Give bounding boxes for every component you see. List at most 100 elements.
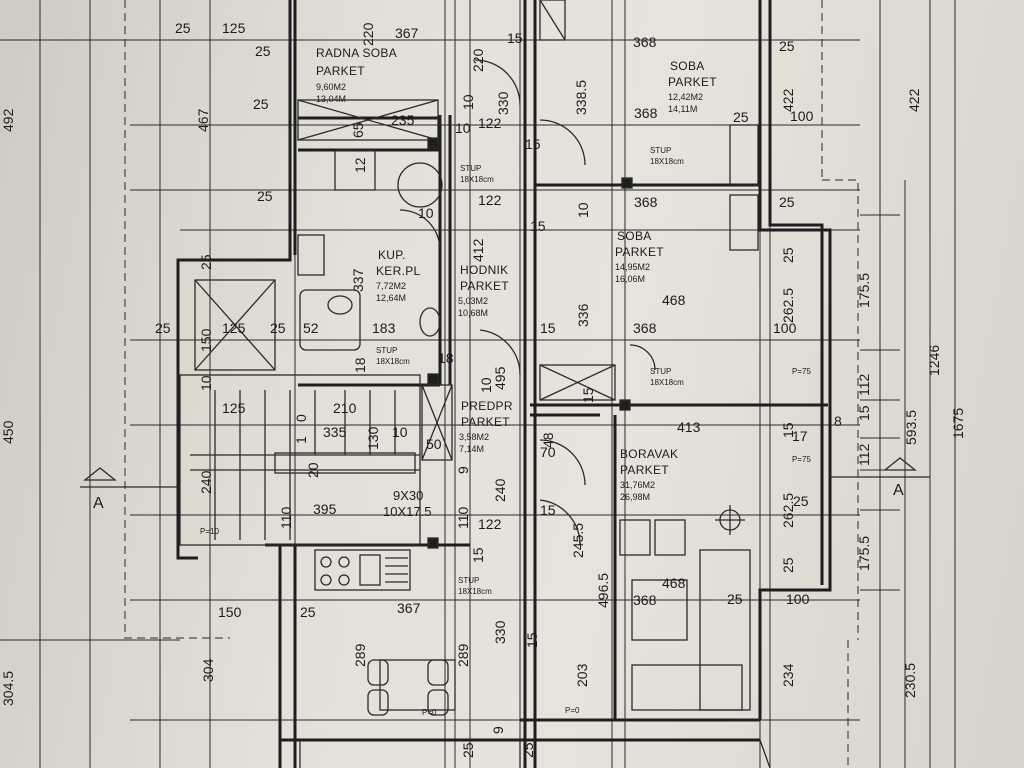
room-area: 3,58M2: [459, 432, 490, 442]
dimension-label: 330: [492, 620, 508, 644]
room-name-radna-soba: RADNA SOBA: [316, 46, 398, 60]
dimension-label: 25: [780, 247, 796, 263]
dimension-label: 112: [856, 373, 872, 396]
door-height-note: P=10: [200, 527, 219, 536]
room-perimeter: 12,64M: [376, 293, 407, 303]
dimension-label: 468: [662, 575, 686, 591]
roof-outline-right: [821, 0, 859, 640]
dimension-label: 8: [834, 413, 842, 429]
room-floor: PARKET: [461, 415, 510, 429]
dimension-label: 20: [305, 462, 321, 478]
dimension-label: 1: [293, 436, 309, 444]
dimension-label: 70: [540, 444, 556, 460]
dimension-label: 496.5: [595, 572, 611, 608]
dimension-label: 122: [478, 192, 502, 208]
column-label: STUP: [376, 346, 398, 355]
dimension-label: 9: [490, 726, 506, 734]
dimension-label: 10: [198, 375, 214, 391]
dimension-label: 203: [574, 663, 590, 687]
staircase: [179, 374, 421, 546]
dimension-label: 450: [0, 420, 16, 444]
dimension-label: 100: [773, 320, 797, 336]
toilet-fixture: [397, 162, 443, 208]
room-floor: PARKET: [316, 64, 365, 78]
dimension-label: 367: [397, 600, 421, 616]
room-floor: PARKET: [615, 245, 664, 259]
dimension-label: 25: [727, 591, 743, 607]
dimension-label: 495: [492, 366, 508, 390]
column-size: 18X18cm: [460, 175, 494, 184]
dimension-label: 412: [470, 238, 486, 262]
dimension-label: 330: [495, 91, 511, 115]
dimension-label: 593.5: [903, 409, 919, 445]
dimension-label: 25: [155, 320, 171, 336]
room-area: 31,76M2: [620, 480, 656, 490]
dimension-label: 175.5: [856, 272, 872, 308]
dimension-label: 422: [906, 88, 922, 112]
dimension-label: 15: [856, 405, 872, 421]
dimension-label: 125: [222, 400, 246, 416]
dimension-label: 467: [195, 108, 211, 132]
section-marker-left: A: [93, 495, 104, 512]
dimension-label: 304: [200, 658, 216, 682]
column-label: STUP: [650, 367, 672, 376]
room-perimeter: 13,04M: [316, 94, 347, 104]
room-area: 12,42M2: [668, 92, 704, 102]
dimension-label: 25: [780, 557, 796, 573]
column-size: 18X18cm: [376, 357, 410, 366]
dimension-label: 48: [540, 432, 556, 448]
dimension-label: 100: [790, 108, 814, 124]
room-floor: KER.PL: [376, 264, 421, 278]
stair-riser: 10X17.5: [383, 504, 432, 519]
dimension-label: 262.5: [780, 492, 796, 528]
column-size: 18X18cm: [650, 157, 684, 166]
dimension-label: 413: [677, 419, 701, 435]
dimension-label: 17: [792, 428, 808, 444]
dimension-label: 25: [270, 320, 286, 336]
dimension-label: 25: [779, 38, 795, 54]
dimension-label: 289: [455, 643, 471, 667]
dimension-label: 422: [780, 88, 796, 112]
dimension-label: 367: [395, 25, 419, 41]
dimension-label: 15: [780, 422, 796, 438]
door-swing: [474, 59, 521, 106]
sill-note: P=0: [565, 706, 580, 715]
dimension-label: 50: [426, 436, 442, 452]
room-area: 5,03M2: [458, 296, 489, 306]
column-size: 18X18cm: [650, 378, 684, 387]
dimension-label: 25: [198, 254, 214, 270]
dimension-label: 110: [278, 506, 294, 529]
dimension-label: 15: [470, 547, 486, 563]
dimension-label: 1246: [926, 344, 942, 376]
room-name-kupaonica: KUP.: [378, 248, 406, 262]
dimension-label: 395: [313, 501, 337, 517]
dimension-label: 368: [633, 592, 657, 608]
room-name-hodnik: HODNIK: [460, 263, 509, 277]
dimension-label: 1675: [950, 407, 966, 439]
dimension-label: 183: [372, 320, 396, 336]
room-perimeter: 16,06M: [615, 274, 646, 284]
dimension-label: 337: [350, 268, 366, 292]
dimension-label: 15: [524, 632, 540, 648]
dimension-label: 18: [352, 357, 368, 373]
dimension-label: 10: [460, 94, 476, 110]
dimension-label: 10: [575, 202, 591, 218]
room-perimeter: 14,11M: [668, 104, 698, 114]
dimension-label: 220: [360, 22, 376, 46]
dimension-label: 112: [856, 443, 872, 466]
dimension-label: 368: [634, 105, 658, 121]
dimension-label: 210: [333, 400, 357, 416]
dimension-label: 25: [255, 43, 271, 59]
dimension-label: 368: [634, 194, 658, 210]
dimension-label: 10: [392, 424, 408, 440]
column-size: 18X18cm: [458, 587, 492, 596]
dimension-label: 336: [575, 303, 591, 327]
dimension-label: 130: [365, 426, 381, 450]
room-name-soba-1: SOBA: [670, 59, 705, 73]
dimension-label: 0: [293, 414, 309, 422]
shaft-box: [194, 279, 276, 371]
dimension-label: 25: [253, 96, 269, 112]
column-label: STUP: [460, 164, 482, 173]
dimension-label: 15: [540, 320, 556, 336]
